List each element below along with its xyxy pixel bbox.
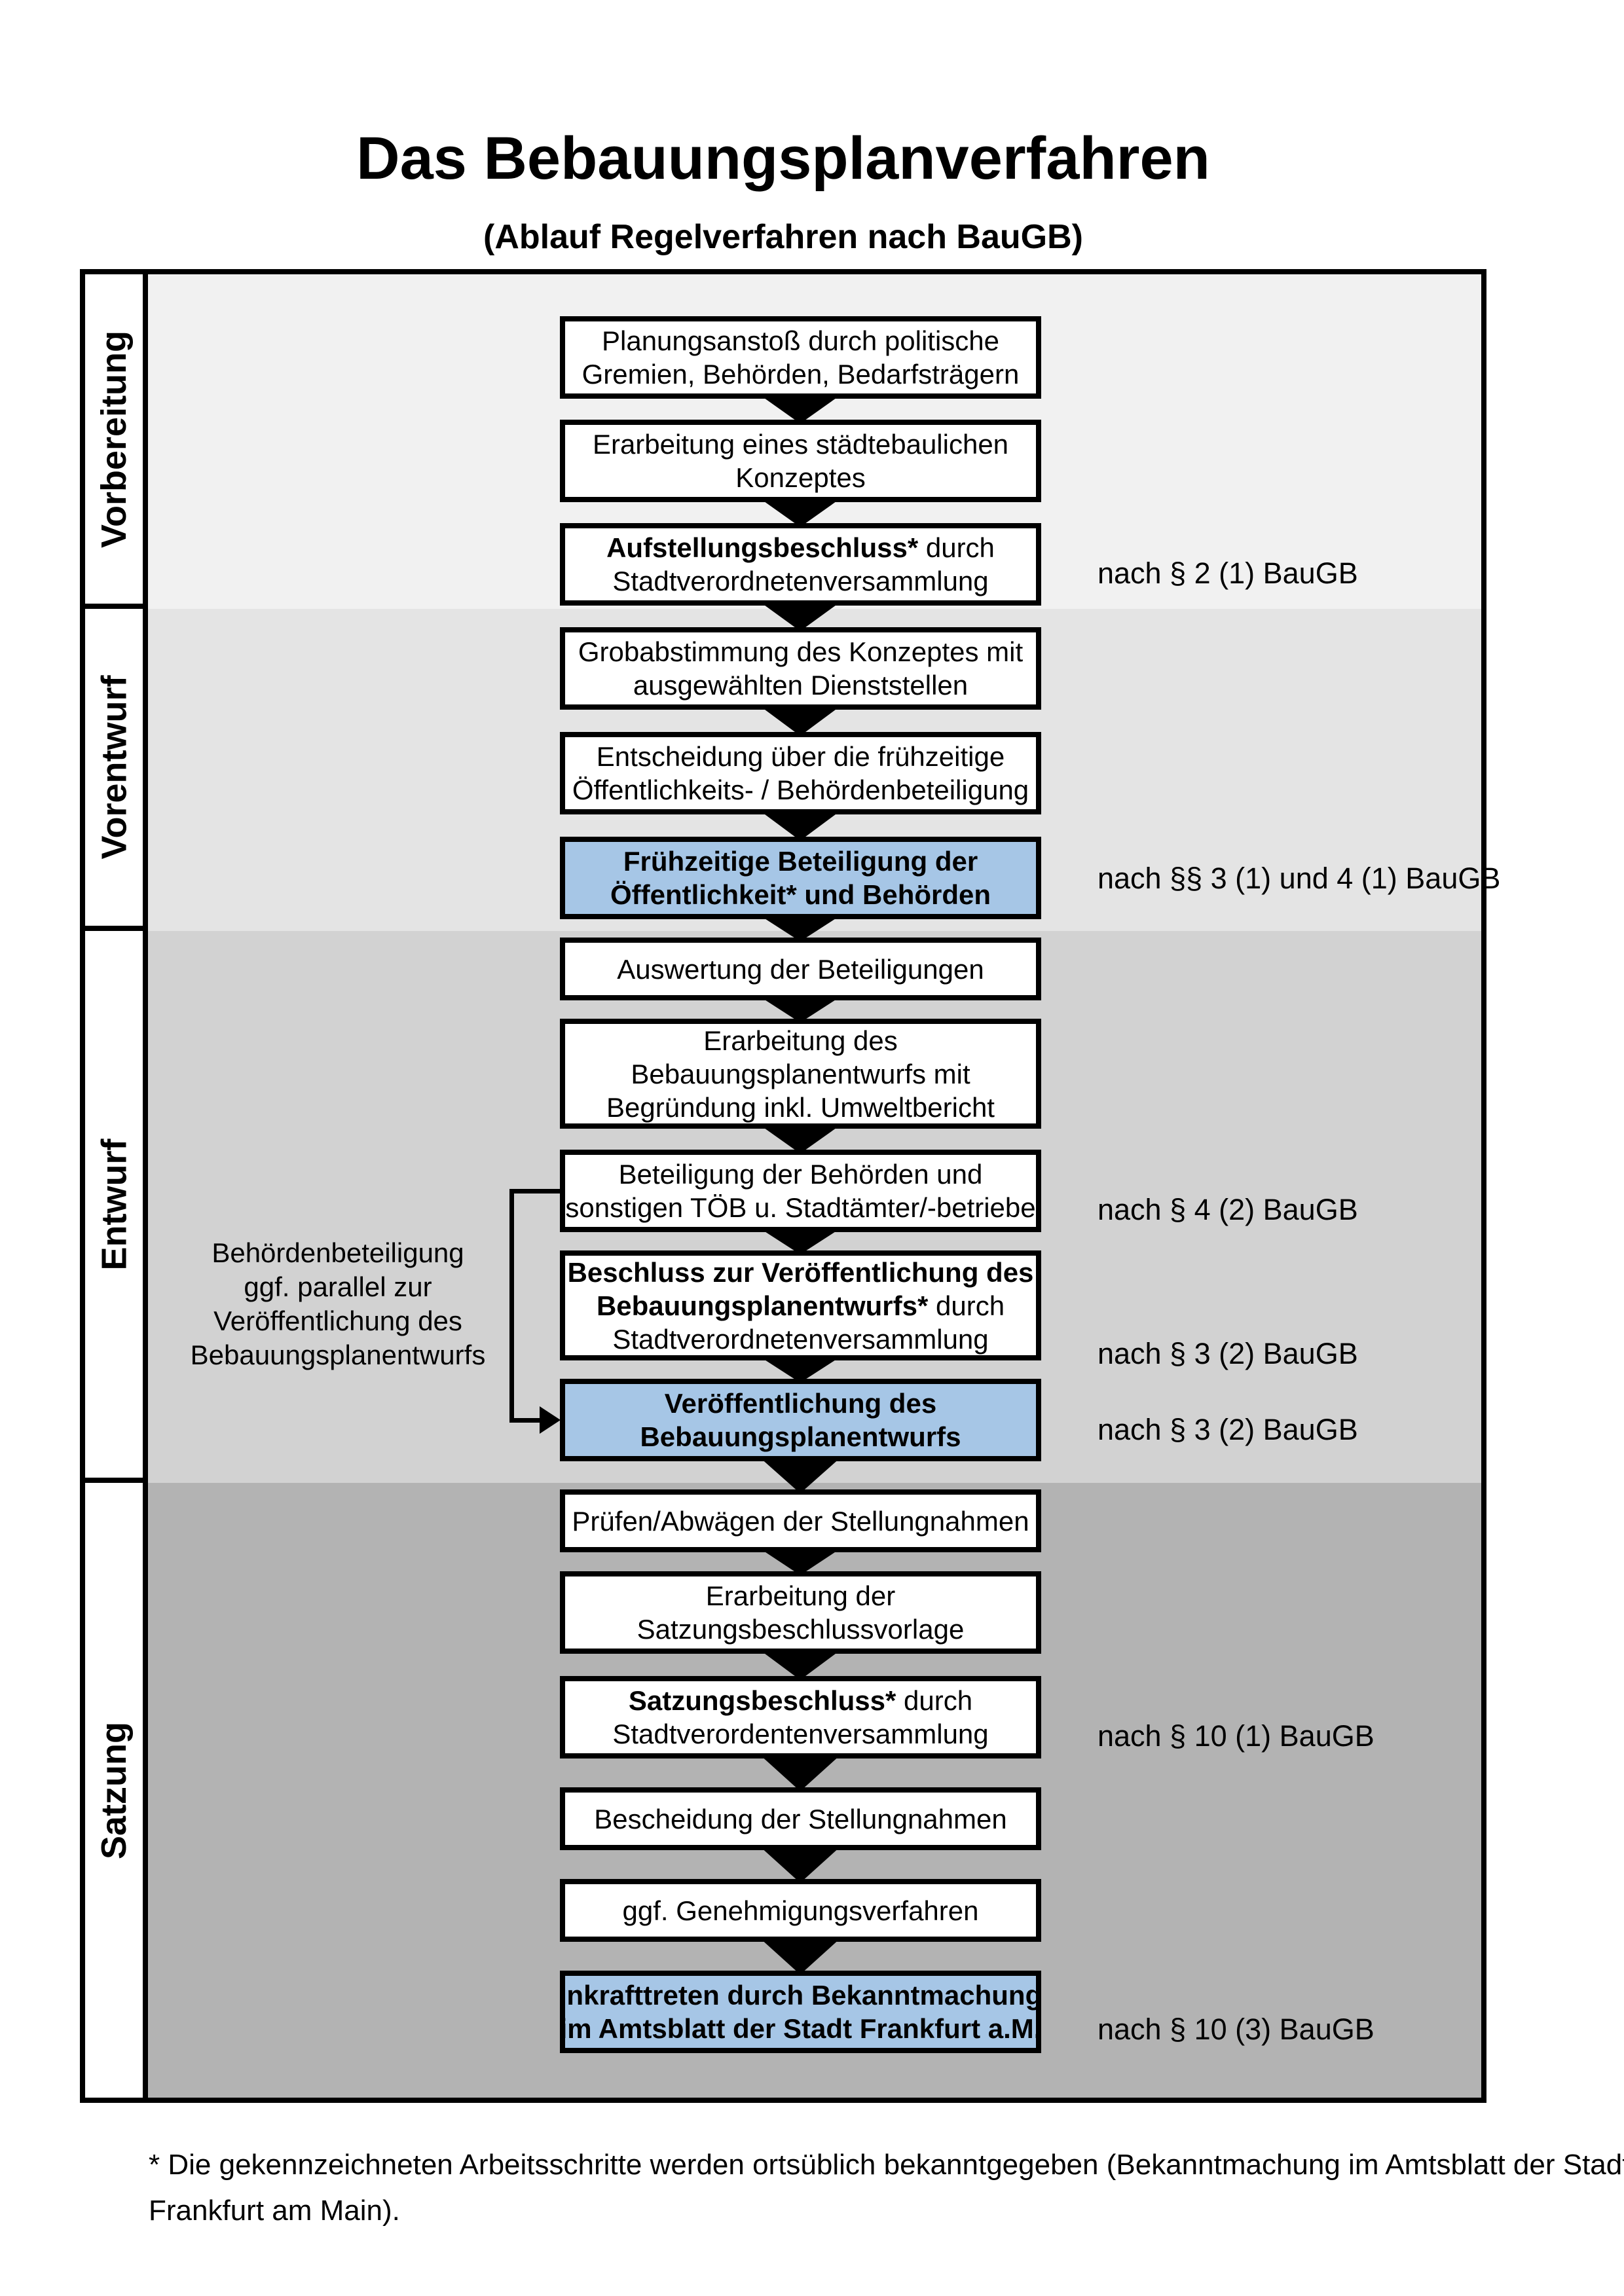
box-text-line: ggf. Genehmigungsverfahren [622, 1895, 979, 1926]
box-text-line: Frühzeitige Beteiligung der [623, 846, 978, 877]
down-arrow-icon [760, 1938, 841, 1975]
legal-ref-7: nach § 10 (3) BauGB [1098, 2013, 1375, 2046]
legal-ref-5: nach § 3 (2) BauGB [1098, 1413, 1358, 1446]
phase-label-cell-vorbereitung: Vorbereitung [85, 274, 143, 604]
bracket-vertical [509, 1189, 514, 1423]
phase-label-vorentwurf: Vorentwurf [94, 675, 134, 860]
side-note-line: Behördenbeteiligung [212, 1237, 464, 1268]
bracket-arrowhead-icon [540, 1406, 561, 1434]
box-text-line: Inkrafttreten durch Bekanntmachung [559, 1980, 1043, 2011]
box-text-line: Erarbeitung eines städtebaulichen [592, 429, 1009, 460]
box-text-line: Bescheidung der Stellungnahmen [594, 1803, 1007, 1834]
box-text-line: Bebauungsplanentwurfs* durch [596, 1290, 1005, 1321]
down-arrow-icon [760, 1755, 841, 1791]
box-text-line: Bebauungsplanentwurfs [640, 1421, 961, 1452]
box-text-line: im Amtsblatt der Stadt Frankfurt a.M. [559, 2013, 1042, 2044]
legal-ref-3: nach § 4 (2) BauGB [1098, 1193, 1358, 1226]
box-text-line: Stadtverordnetenversammlung [612, 566, 989, 596]
bracket-bottom-arm [509, 1418, 542, 1423]
down-arrow-icon [760, 1548, 841, 1575]
box-text-line: sonstigen TÖB u. Stadtämter/-betriebe [565, 1192, 1036, 1223]
phase-label-cell-entwurf: Entwurf [85, 931, 143, 1478]
box-text-line: Beschluss zur Veröffentlichung des [567, 1256, 1034, 1288]
box-text-line: Grobabstimmung des Konzeptes mit [578, 636, 1024, 667]
box-text-line: Stadtverordentenversammlung [612, 1719, 989, 1749]
phase-separator [85, 604, 148, 609]
process-box-genehmigungsverfahren: ggf. Genehmigungsverfahren [560, 1879, 1041, 1942]
side-note-line: ggf. parallel zur [244, 1271, 432, 1302]
down-arrow-icon [760, 1846, 841, 1883]
box-text-line: Satzungsbeschluss* durch [628, 1685, 973, 1716]
box-text-line: ausgewählten Dienststellen [633, 670, 969, 701]
legal-ref-4: nach § 3 (2) BauGB [1098, 1337, 1358, 1370]
box-text-line: Beteiligung der Behörden und [618, 1159, 983, 1190]
box-text-line: Stadtverordnetenversammlung [612, 1323, 989, 1355]
footnote-line-2: Frankfurt am Main). [149, 2195, 400, 2227]
phase-label-satzung: Satzung [94, 1721, 134, 1859]
down-arrow-icon [760, 811, 841, 841]
box-text-line: Öffentlichkeit* und Behörden [610, 879, 991, 910]
box-text-line: Entscheidung über die frühzeitige [596, 741, 1005, 772]
legal-ref-1: nach § 2 (1) BauGB [1098, 556, 1358, 590]
down-arrow-icon [760, 498, 841, 527]
box-text-line: Prüfen/Abwägen der Stellungnahmen [572, 1505, 1029, 1537]
box-text-line: Erarbeitung der [705, 1580, 896, 1611]
phase-label-cell-vorentwurf: Vorentwurf [85, 609, 143, 926]
box-text-line: Gremien, Behörden, Bedarfsträgern [581, 359, 1020, 390]
phase-separator [85, 1478, 148, 1483]
down-arrow-icon [760, 602, 841, 631]
side-note-line: Veröffentlichung des [213, 1305, 462, 1336]
side-note-line: Bebauungsplanentwurfs [190, 1339, 486, 1370]
box-text-line: Satzungsbeschlussvorlage [637, 1614, 965, 1645]
box-text-line: Veröffentlichung des [664, 1388, 937, 1419]
down-arrow-icon [760, 1228, 841, 1254]
box-text-line: Auswertung der Beteiligungen [617, 953, 984, 985]
page-title: Das Bebauungsplanverfahren [356, 125, 1210, 192]
box-text-line: Aufstellungsbeschluss* durch [606, 532, 995, 563]
process-box-auswertung: Auswertung der Beteiligungen [560, 938, 1041, 1000]
box-text-line: Begründung inkl. Umweltbericht [606, 1091, 995, 1123]
down-arrow-icon [760, 395, 841, 424]
phase-separator [85, 926, 148, 931]
bracket-top-arm [509, 1189, 560, 1194]
process-box-bescheidung: Bescheidung der Stellungnahmen [560, 1787, 1041, 1850]
phase-label-cell-satzung: Satzung [85, 1483, 143, 2098]
box-text-line: Erarbeitung des [703, 1025, 898, 1056]
down-arrow-icon [760, 706, 841, 736]
legal-ref-6: nach § 10 (1) BauGB [1098, 1719, 1375, 1753]
box-text-line: Öffentlichkeits- / Behördenbeteiligung [572, 774, 1029, 805]
legal-ref-2: nach §§ 3 (1) und 4 (1) BauGB [1098, 862, 1501, 895]
label-column-divider [143, 274, 148, 2098]
down-arrow-icon [760, 1650, 841, 1680]
down-arrow-icon [760, 1457, 841, 1493]
down-arrow-icon [760, 915, 841, 941]
footnote-line-1: * Die gekennzeichneten Arbeitsschritte w… [149, 2149, 1624, 2181]
box-text-line: Planungsanstoß durch politische [601, 325, 1000, 356]
phase-label-vorbereitung: Vorbereitung [94, 330, 134, 548]
down-arrow-icon [760, 1125, 841, 1154]
box-text-line: Konzeptes [735, 462, 866, 493]
process-box-pruefen-abwaegen: Prüfen/Abwägen der Stellungnahmen [560, 1489, 1041, 1552]
phase-label-entwurf: Entwurf [94, 1139, 134, 1270]
down-arrow-icon [760, 1357, 841, 1383]
page-subtitle: (Ablauf Regelverfahren nach BauGB) [483, 218, 1083, 256]
down-arrow-icon [760, 996, 841, 1023]
side-note: Behördenbeteiligung ggf. parallel zur Ve… [187, 1236, 489, 1372]
box-text-line: Bebauungsplanentwurfs mit [631, 1058, 970, 1089]
